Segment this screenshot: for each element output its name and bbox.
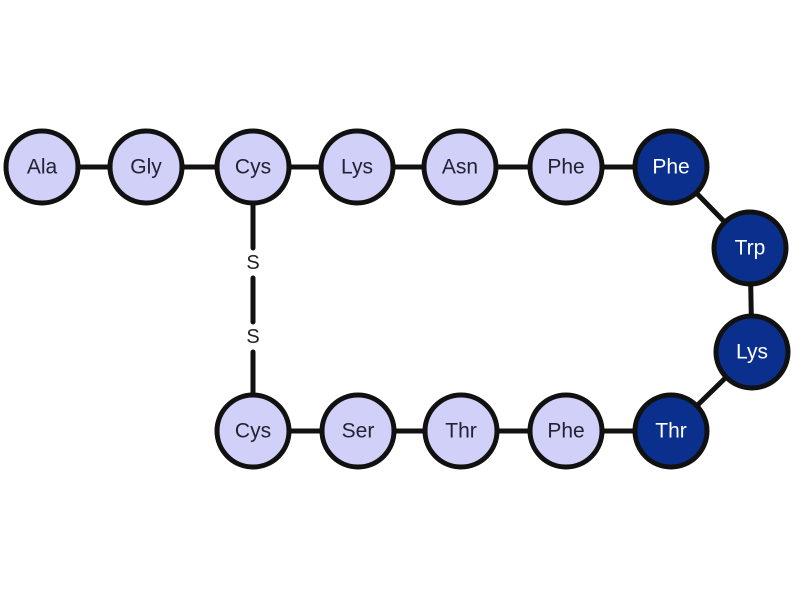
residue-lys: Lys: [713, 313, 791, 391]
residue-circle: [214, 128, 292, 206]
residue-ala: Ala: [3, 128, 81, 206]
residue-label: Lys: [341, 156, 373, 179]
residue-label: Trp: [735, 237, 766, 260]
residue-thr: Thr: [422, 392, 500, 470]
residue-lys: Lys: [318, 128, 396, 206]
residue-gly: Gly: [107, 128, 185, 206]
residue-circle: [632, 392, 710, 470]
sulfur-atom-label: S: [246, 252, 259, 274]
residue-ser: Ser: [319, 392, 397, 470]
residue-label: Thr: [445, 420, 477, 443]
residue-thr: Thr: [632, 392, 710, 470]
residue-phe: Phe: [527, 392, 605, 470]
residue-label: Phe: [547, 156, 584, 179]
residue-circle: [318, 128, 396, 206]
residue-circle: [107, 128, 185, 206]
residue-cys: Cys: [214, 392, 292, 470]
residue-circle: [214, 392, 292, 470]
residue-circle: [527, 128, 605, 206]
residue-label: Cys: [235, 156, 271, 179]
residue-circle: [319, 392, 397, 470]
residue-asn: Asn: [421, 128, 499, 206]
residue-cys: Cys: [214, 128, 292, 206]
residue-label: Asn: [442, 156, 478, 179]
residue-circle: [3, 128, 81, 206]
residue-label: Ala: [27, 156, 58, 179]
residue-circle: [527, 392, 605, 470]
residue-label: Ser: [342, 420, 375, 443]
residue-circle: [711, 209, 789, 287]
residue-label: Cys: [235, 420, 271, 443]
residue-phe: Phe: [632, 128, 710, 206]
residue-label: Gly: [130, 156, 162, 179]
residue-circle: [421, 128, 499, 206]
residue-label: Phe: [547, 420, 584, 443]
residue-circle: [713, 313, 791, 391]
bonds-layer: SS: [39, 164, 755, 434]
residue-label: Phe: [652, 156, 689, 179]
sulfur-atom-label: S: [246, 326, 259, 348]
residue-phe: Phe: [527, 128, 605, 206]
residue-circle: [422, 392, 500, 470]
residue-trp: Trp: [711, 209, 789, 287]
residue-label: Lys: [736, 341, 768, 364]
residue-circle: [632, 128, 710, 206]
residue-label: Thr: [655, 420, 687, 443]
